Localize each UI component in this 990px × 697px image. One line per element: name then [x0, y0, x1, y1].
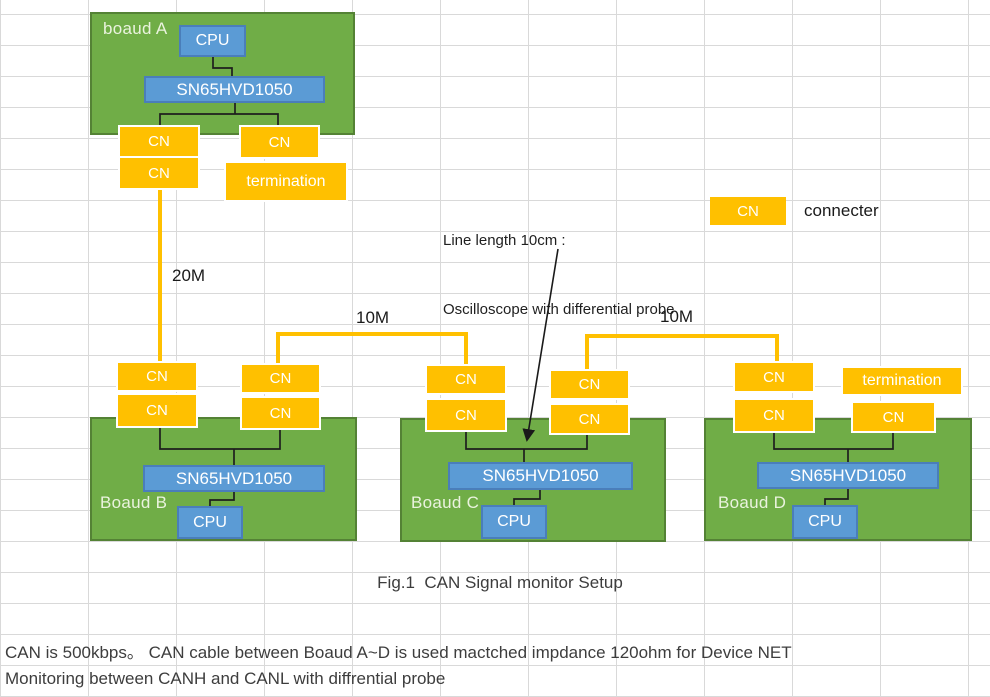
board-d-cn-connector: CN: [733, 398, 815, 433]
board-c-label: Boaud C: [411, 493, 480, 512]
board-d-cn-connector: CN: [733, 361, 815, 393]
cable-c-to-d: [585, 334, 779, 369]
board-b-cn-connector: CN: [240, 396, 321, 430]
board-c-cn-connector: CN: [549, 403, 630, 435]
board-a-termination: termination: [224, 161, 348, 202]
board-a-cn-connector: CN: [118, 125, 200, 158]
board-c-cn-connector: CN: [425, 364, 507, 395]
board-b-cn-connector: CN: [116, 361, 198, 392]
board-b-cpu-chip: CPU: [177, 506, 243, 539]
board-c-cn-connector: CN: [549, 369, 630, 400]
board-a-cn-connector: CN: [239, 125, 320, 159]
board-b-label: Boaud B: [100, 493, 168, 512]
figure-caption: Fig.1 CAN Signal monitor Setup: [377, 573, 623, 592]
footer-note-line-2: Monitoring between CANH and CANL with di…: [5, 669, 446, 688]
board-b-transceiver-chip: SN65HVD1050: [143, 465, 325, 492]
oscilloscope-arrow: [522, 248, 559, 442]
oscilloscope-note: Line length 10cm : Oscilloscope with dif…: [443, 183, 783, 367]
board-b-cn-connector: CN: [116, 393, 198, 428]
note-line-1: Line length 10cm :: [443, 232, 566, 249]
board-a-label: boaud A: [103, 19, 168, 38]
board-c-cpu-chip: CPU: [481, 505, 547, 539]
cable-length-label-10m: 10M: [356, 308, 390, 327]
cable-b-to-c: [276, 332, 468, 364]
board-c-transceiver-chip: SN65HVD1050: [448, 462, 633, 490]
board-d-termination: termination: [841, 366, 963, 396]
board-a-cpu-chip: CPU: [179, 25, 246, 57]
board-d-label: Boaud D: [718, 493, 787, 512]
legend-cn-symbol: CN: [710, 197, 786, 225]
board-d-transceiver-chip: SN65HVD1050: [757, 462, 939, 489]
board-a-cn-connector: CN: [118, 156, 200, 190]
board-d-cn-connector: CN: [851, 401, 936, 433]
board-a-transceiver-chip: SN65HVD1050: [144, 76, 325, 103]
signal-connectors: [159, 57, 894, 506]
cable-length-label-10m: 10M: [660, 307, 694, 326]
board-b-cn-connector: CN: [240, 363, 321, 394]
can-cables: [158, 190, 779, 369]
footer-note-line-1: CAN is 500kbps。 CAN cable between Boaud …: [5, 643, 792, 662]
legend-connecter-label: connecter: [804, 201, 879, 220]
board-c-cn-connector: CN: [425, 398, 507, 432]
cable-length-label-20m: 20M: [172, 266, 206, 285]
board-d-cpu-chip: CPU: [792, 505, 858, 539]
note-line-2: Oscilloscope with differential probe: [443, 301, 675, 318]
